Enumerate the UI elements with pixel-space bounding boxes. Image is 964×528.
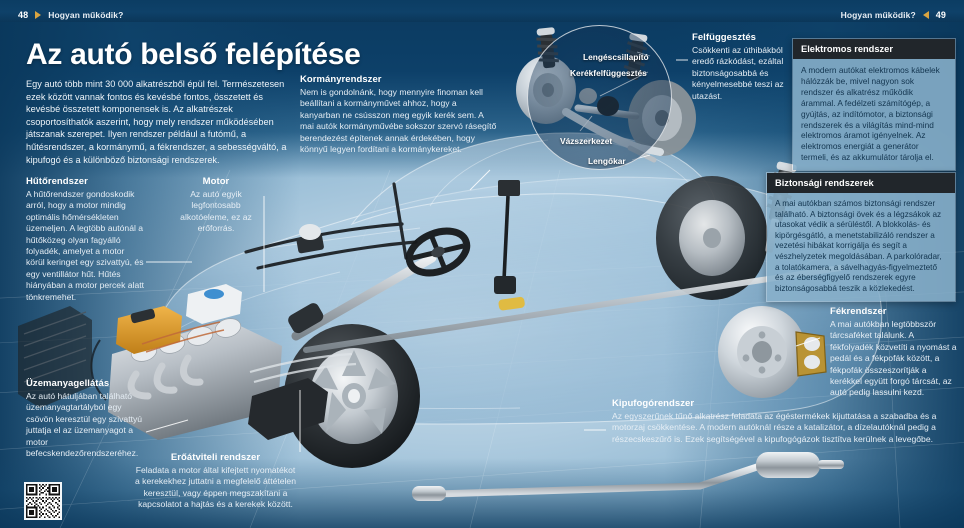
arrow-left-icon (922, 11, 929, 19)
section-steering-title: Kormányrendszer (300, 74, 382, 85)
panel-safety-title: Biztonsági rendszerek (767, 173, 955, 193)
arrow-right-icon (35, 11, 42, 19)
section-drivetrain-title: Erőátviteli rendszer (170, 452, 261, 463)
page-title: Az autó belső felépítése (26, 38, 361, 71)
page-number-left: 48 (18, 10, 29, 20)
panel-safety-systems: Biztonsági rendszerek A mai autókban szá… (766, 172, 956, 303)
section-brakes: Fékrendszer A mai autókban legtöbbször t… (830, 306, 958, 399)
page-number-right: 49 (935, 10, 946, 20)
section-exhaust-title: Kipufogórendszer (612, 398, 695, 409)
header-right-label: Hogyan működik? (840, 10, 916, 20)
section-fuel: Üzemanyagellátás Az autó hátuljában talá… (26, 378, 144, 459)
callout-damper: Lengéscsillapító (583, 52, 649, 62)
section-drivetrain: Erőátviteli rendszer Feladata a motor ál… (134, 452, 297, 511)
header-left-label: Hogyan működik? (48, 10, 124, 20)
section-steering: Kormányrendszer Nem is gondolnánk, hogy … (300, 74, 498, 155)
panel-electrical-body: A modern autókat elektromos kábelek háló… (793, 59, 955, 171)
section-engine-body: Az autó egyik legfontosabb alkotóeleme, … (180, 189, 252, 234)
section-suspension: Felfüggesztés Csökkenti az úthibákból er… (692, 32, 804, 102)
section-cooling-title: Hűtőrendszer (26, 176, 88, 187)
section-fuel-body: Az autó hátuljában található üzemanyagta… (26, 391, 143, 459)
callout-swing-arm: Lengőkar (588, 156, 626, 166)
section-exhaust-body: Az egyszerűnek tűnő alkatrész feladata a… (612, 411, 937, 444)
section-cooling-body: A hűtőrendszer gondoskodik arról, hogy a… (26, 189, 144, 302)
top-banner (0, 0, 964, 22)
section-suspension-title: Felfüggesztés (692, 32, 756, 43)
qr-code[interactable] (24, 482, 62, 520)
section-steering-body: Nem is gondolnánk, hogy mennyire finoman… (300, 87, 497, 155)
suspension-detail-circle (527, 25, 672, 170)
panel-electrical-title: Elektromos rendszer (793, 39, 955, 59)
intro-block: Egy autó több mint 30 000 alkatrészből é… (26, 78, 294, 166)
panel-electrical-system: Elektromos rendszer A modern autókat ele… (792, 38, 956, 172)
callout-frame: Vázszerkezet (560, 136, 613, 146)
section-drivetrain-body: Feladata a motor által kifejtett nyomaté… (135, 465, 296, 510)
intro-text: Egy autó több mint 30 000 alkatrészből é… (26, 79, 287, 165)
header-right: Hogyan működik? 49 (841, 10, 946, 20)
section-fuel-title: Üzemanyagellátás (26, 378, 110, 389)
section-engine-title: Motor (202, 176, 230, 187)
section-suspension-body: Csökkenti az úthibákból eredő rázkódást,… (692, 45, 784, 101)
panel-safety-body: A mai autókban számos biztonsági rendsze… (767, 193, 955, 302)
section-cooling: Hűtőrendszer A hűtőrendszer gondoskodik … (26, 176, 144, 303)
section-exhaust: Kipufogórendszer Az egyszerűnek tűnő alk… (612, 398, 942, 445)
section-brakes-title: Fékrendszer (830, 306, 887, 317)
section-brakes-body: A mai autókban legtöbbször tárcsaféket t… (830, 319, 957, 398)
header-left: 48 Hogyan működik? (18, 10, 123, 20)
section-engine: Motor Az autó egyik legfontosabb alkotóe… (168, 176, 264, 235)
callout-wheel-suspension: Kerékfelfüggesztés (570, 68, 647, 78)
